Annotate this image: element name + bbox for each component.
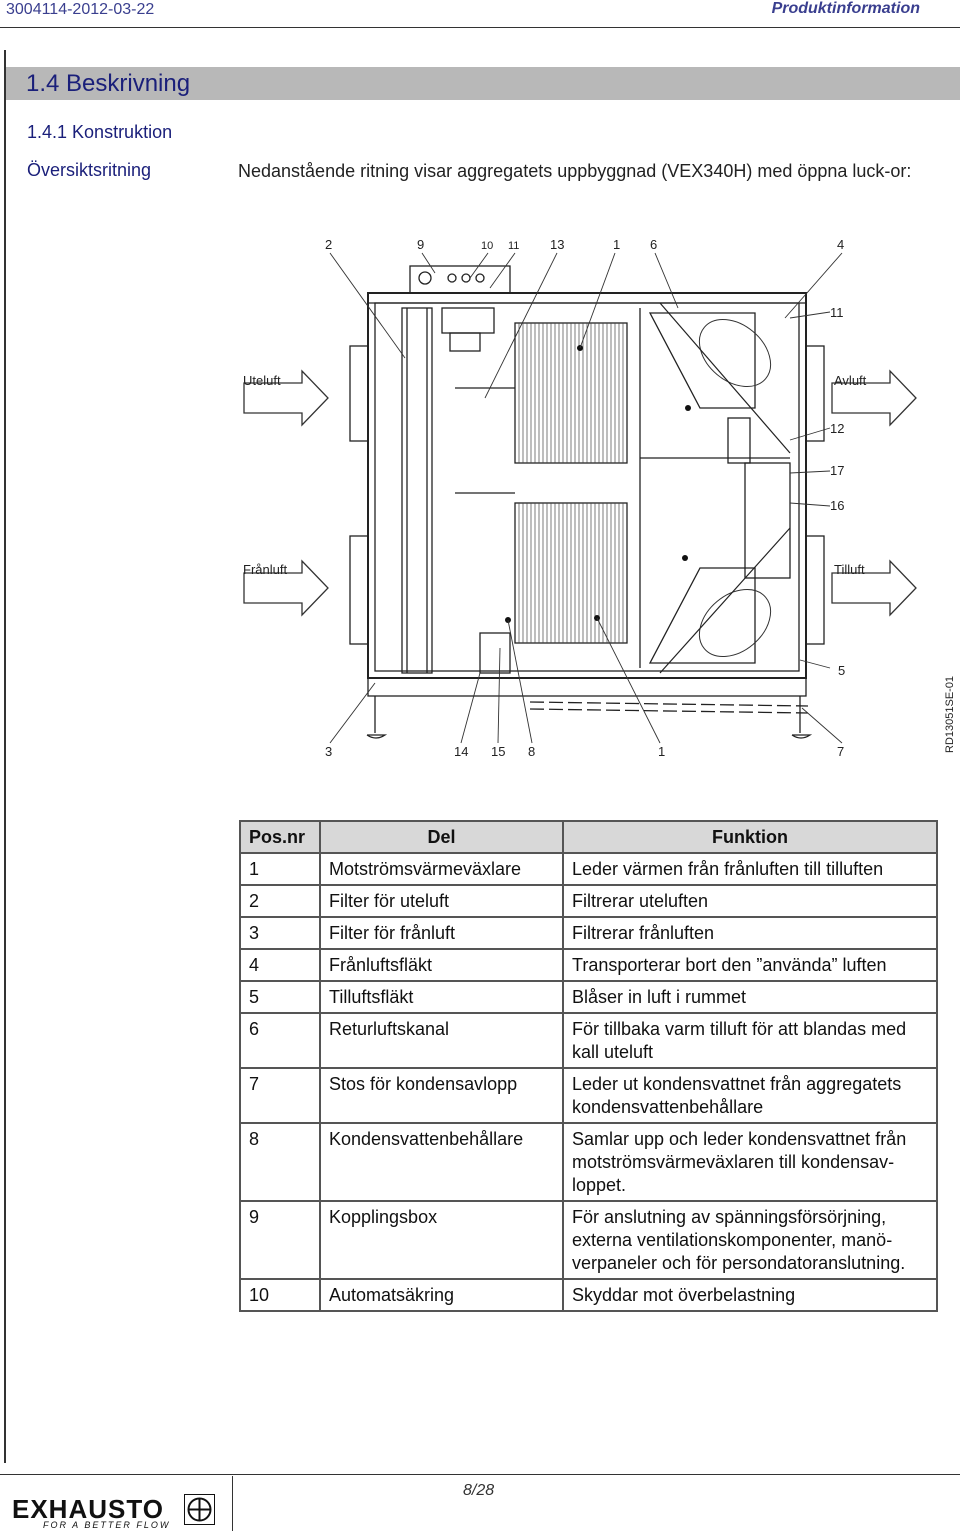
top-number: 11: [508, 240, 519, 252]
footer-divider: [232, 1476, 233, 1531]
cell-part: Kondensvattenbehållare: [319, 1122, 564, 1202]
cell-function: Transporterar bort den ”använda” luften: [562, 948, 938, 982]
col-header-function: Funktion: [562, 820, 938, 854]
unit-drawing-svg: 2 9 10 11 13 1 6 4 11 12 17 16 5 3 14 15…: [243, 237, 956, 759]
unit-drawing: 2 9 10 11 13 1 6 4 11 12 17 16 5 3 14 15…: [230, 228, 960, 768]
top-position-numbers: 2 9 10 11 13 1 6 4: [325, 237, 844, 252]
cell-function: Leder värmen från frånluften till tilluf…: [562, 852, 938, 886]
bottom-number: 3: [325, 744, 332, 759]
cell-pos: 10: [239, 1278, 321, 1312]
cell-function: Samlar upp och leder kondensvattnet från…: [562, 1122, 938, 1202]
cell-part: Automatsäkring: [319, 1278, 564, 1312]
overview-label: Översiktsritning: [27, 160, 152, 180]
air-labels: Uteluft Avluft Frånluft Tilluft: [243, 373, 867, 577]
footer-rule: [0, 1474, 960, 1475]
air-label-outdoor: Uteluft: [243, 373, 281, 388]
drawing-code: RD13051SE-01: [944, 676, 956, 753]
cell-pos: 1: [239, 852, 321, 886]
top-number: 10: [481, 240, 493, 252]
cell-part: Motströmsvärmeväxlare: [319, 852, 564, 886]
cell-function: Blåser in luft i rummet: [562, 980, 938, 1014]
cell-function: För tillbaka varm tilluft för att blanda…: [562, 1012, 938, 1069]
top-number: 2: [325, 237, 332, 252]
cell-pos: 2: [239, 884, 321, 918]
cell-part: Kopplingsbox: [319, 1200, 564, 1280]
right-number: 16: [830, 498, 844, 513]
right-number: 5: [838, 663, 845, 678]
cell-pos: 4: [239, 948, 321, 982]
top-number: 6: [650, 237, 657, 252]
section-title: 1.4 Beskrivning: [26, 70, 191, 97]
cell-part: Filter för uteluft: [319, 884, 564, 918]
air-label-supply: Tilluft: [834, 562, 865, 577]
bottom-number: 14: [454, 744, 468, 759]
document-category: Produktinformation: [771, 0, 920, 17]
top-number: 13: [550, 237, 564, 252]
brand-logo: EXHAUSTO: [12, 1494, 164, 1524]
document-id: 3004114-2012-03-22: [6, 1, 155, 18]
cell-part: Tilluftsfläkt: [319, 980, 564, 1014]
right-position-numbers: 11 12 17 16 5: [830, 305, 845, 678]
brand-slogan: FOR A BETTER FLOW: [43, 1520, 171, 1530]
col-header-part: Del: [319, 820, 564, 854]
cell-part: Stos för kondensavlopp: [319, 1067, 564, 1124]
top-number: 1: [613, 237, 620, 252]
intro-text: Nedanstående ritning visar aggregatets u…: [238, 161, 912, 181]
cell-pos: 7: [239, 1067, 321, 1124]
cell-part: Frånluftsfläkt: [319, 948, 564, 982]
bottom-number: 7: [837, 744, 844, 759]
table-header-row: Pos.nr Del Funktion: [239, 820, 938, 854]
cell-function: Filtrerar uteluften: [562, 884, 938, 918]
col-header-pos: Pos.nr: [239, 820, 321, 854]
cell-function: Leder ut kondensvattnet från aggregatets…: [562, 1067, 938, 1124]
section-band: 1.4 Beskrivning: [6, 67, 960, 100]
air-label-extract: Frånluft: [243, 562, 287, 577]
header-rule: [0, 27, 960, 28]
cell-function: Skyddar mot överbelastning: [562, 1278, 938, 1312]
cell-function: Filtrerar frånluften: [562, 916, 938, 950]
cell-part: Returluftskanal: [319, 1012, 564, 1069]
cell-pos: 5: [239, 980, 321, 1014]
right-number: 11: [830, 305, 844, 320]
bottom-number: 15: [491, 744, 505, 759]
cell-pos: 9: [239, 1200, 321, 1280]
bottom-number: 1: [658, 744, 665, 759]
page-number: 8/28: [463, 1482, 495, 1499]
right-number: 12: [830, 421, 844, 436]
brand-mark-icon: [184, 1494, 215, 1525]
cell-pos: 8: [239, 1122, 321, 1202]
left-margin-rule: [4, 50, 6, 1463]
air-label-exhaust: Avluft: [834, 373, 867, 388]
bottom-number: 8: [528, 744, 535, 759]
bottom-position-numbers: 3 14 15 8 1 7: [325, 744, 844, 759]
right-number: 17: [830, 463, 844, 478]
cell-function: För anslutning av spänningsförsörjning, …: [562, 1200, 938, 1280]
top-number: 4: [837, 237, 844, 252]
cell-part: Filter för frånluft: [319, 916, 564, 950]
top-number: 9: [417, 237, 424, 252]
cell-pos: 6: [239, 1012, 321, 1069]
subsection-title: 1.4.1 Konstruktion: [27, 122, 173, 142]
cell-pos: 3: [239, 916, 321, 950]
